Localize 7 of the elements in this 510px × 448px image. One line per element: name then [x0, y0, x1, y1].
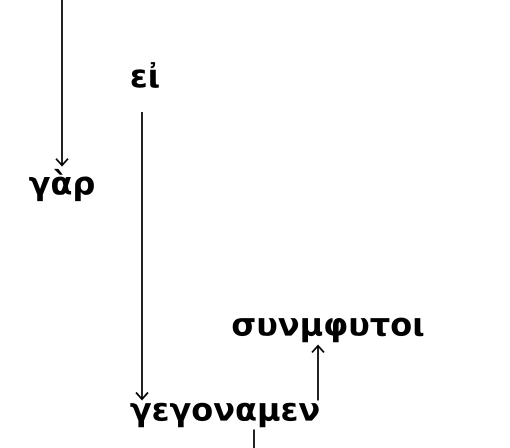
arrow [311, 344, 325, 400]
word: εἰ [132, 62, 159, 88]
word: γὰρ [29, 168, 94, 202]
word: γεγοναμεν [130, 402, 319, 428]
word: συνμφυτοι [232, 318, 424, 342]
arrow [135, 112, 149, 400]
arrow [55, 0, 69, 167]
